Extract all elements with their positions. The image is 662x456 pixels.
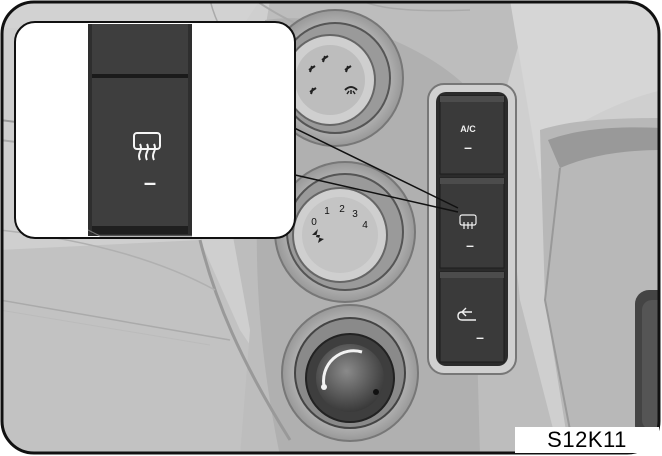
recirc-indicator: – <box>476 329 484 345</box>
figure-code-label: S12K11 <box>515 427 659 453</box>
rear-window-defrost-icon-large <box>133 132 161 161</box>
recirculation-button[interactable] <box>439 271 505 363</box>
ac-button[interactable] <box>439 95 505 175</box>
temperature-knob[interactable] <box>281 304 419 442</box>
fan-tick-3: 3 <box>352 209 358 220</box>
defrost-indicator: – <box>466 237 474 253</box>
rear-window-defrost-icon <box>459 214 477 229</box>
inset-indicator: – <box>144 170 156 195</box>
inset-zoom <box>14 21 296 239</box>
fan-icon <box>312 229 324 243</box>
fan-tick-1: 1 <box>324 206 330 217</box>
fan-tick-4: 4 <box>362 220 368 231</box>
recirculation-icon <box>457 307 476 321</box>
fan-tick-2: 2 <box>339 204 345 215</box>
ac-indicator: – <box>464 139 472 155</box>
mode-selector-knob[interactable] <box>266 9 404 147</box>
fan-speed-knob[interactable] <box>274 161 416 303</box>
fan-tick-0: 0 <box>311 217 317 228</box>
ac-button-label: A/C <box>460 124 476 134</box>
